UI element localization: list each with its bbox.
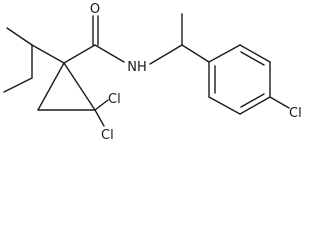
chlorine-atom-label-aryl: Cl [289, 106, 302, 121]
chlorine-atom-label-lower: Cl [101, 128, 114, 143]
bond-carbonyl-nitrogen [94, 44, 125, 63]
bond-ring-to-carbonyl [63, 44, 96, 64]
bond-aryl-chlorine [269, 96, 290, 109]
bond-benzene-1 [208, 44, 241, 63]
bond-isopropyl-methyl-left [3, 77, 33, 93]
bond-benzene-5 [208, 96, 241, 115]
bond-cyclopropane-1 [37, 62, 65, 111]
bond-isopropyl-ch [31, 44, 65, 64]
bond-ccl2-upper [94, 99, 109, 111]
bond-ccl2-lower [94, 109, 105, 127]
oxygen-atom-label: O [90, 2, 100, 17]
bond-cyclopropane-3 [63, 62, 96, 111]
nitrogen-atom-label: NH [127, 60, 147, 75]
bond-nitrogen-methine [149, 44, 183, 65]
chemical-structure-diagram: O NH Cl Cl Cl [3, 2, 302, 143]
bond-benzene-inner-1 [240, 51, 265, 66]
bond-benzene-4 [239, 96, 271, 115]
bond-benzene-inner-2 [240, 93, 265, 108]
bond-benzene-2 [239, 44, 271, 63]
chlorine-atom-label-upper: Cl [108, 92, 121, 107]
bond-methine-aryl [181, 44, 210, 63]
bond-isopropyl-methyl-upper [6, 27, 33, 46]
